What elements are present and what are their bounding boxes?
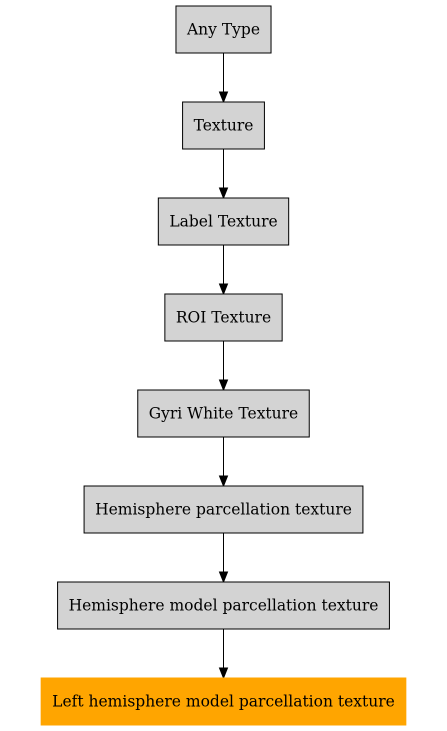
node-roi-texture: ROI Texture (164, 293, 283, 342)
arrowhead-icon (218, 571, 229, 584)
edge-label-texture-to-roi-texture (218, 245, 229, 296)
node-box (164, 293, 283, 342)
node-label: Left hemisphere model parcellation textu… (52, 693, 395, 711)
node-label: Hemisphere model parcellation texture (69, 597, 379, 615)
arrowhead-icon (218, 379, 229, 392)
edge-hemisphere-parcellation-texture-to-hemisphere-model-parcellation-texture (218, 533, 229, 584)
node-label-texture: Label Texture (157, 197, 290, 246)
arrowhead-icon (218, 667, 229, 680)
node-hemisphere-model-parcellation-texture: Hemisphere model parcellation texture (57, 581, 390, 630)
node-texture: Texture (182, 101, 265, 150)
arrowhead-icon (218, 187, 229, 200)
node-box (175, 5, 272, 54)
node-gyri-white-texture: Gyri White Texture (137, 389, 310, 438)
node-label: Texture (194, 117, 254, 135)
node-label: Hemisphere parcellation texture (95, 501, 352, 519)
node-box (57, 581, 390, 630)
node-box (137, 389, 310, 438)
node-box (157, 197, 290, 246)
node-hemisphere-parcellation-texture: Hemisphere parcellation texture (83, 485, 364, 534)
node-box (182, 101, 265, 150)
arrowhead-icon (218, 91, 229, 104)
edge-gyri-white-texture-to-hemisphere-parcellation-texture (218, 437, 229, 488)
arrowhead-icon (218, 283, 229, 296)
node-label: Any Type (186, 21, 260, 39)
edges-layer (218, 53, 229, 680)
edge-texture-to-label-texture (218, 149, 229, 200)
node-label: ROI Texture (176, 309, 271, 327)
edge-hemisphere-model-parcellation-texture-to-left-hemisphere-model-parcellation-texture (218, 629, 229, 680)
arrowhead-icon (218, 475, 229, 488)
node-label: Label Texture (169, 213, 277, 231)
node-any-type: Any Type (175, 5, 272, 54)
node-box (83, 485, 364, 534)
node-label: Gyri White Texture (149, 405, 298, 423)
edge-roi-texture-to-gyri-white-texture (218, 341, 229, 392)
edge-any-type-to-texture (218, 53, 229, 104)
node-box (40, 677, 407, 726)
node-left-hemisphere-model-parcellation-texture: Left hemisphere model parcellation textu… (40, 677, 407, 726)
